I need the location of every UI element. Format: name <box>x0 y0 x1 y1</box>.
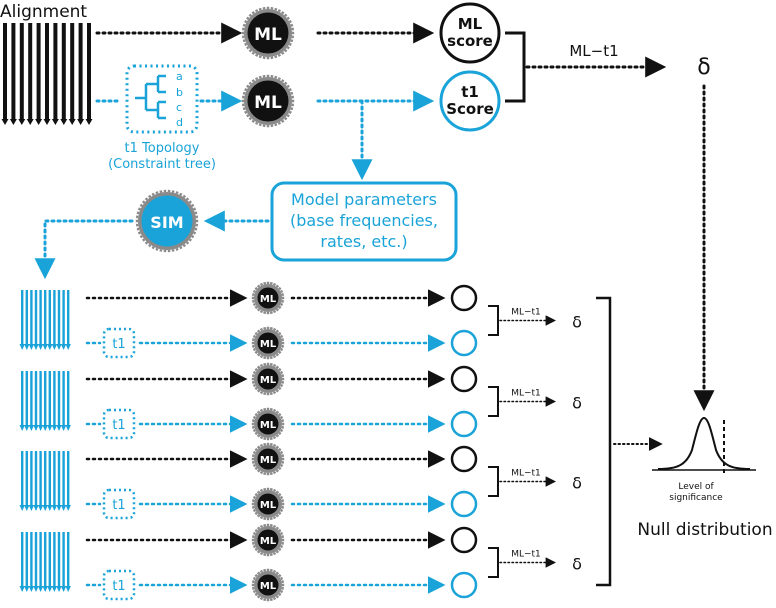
tree-leaf-c: c <box>176 101 182 114</box>
ml-score-node <box>439 2 501 64</box>
ml-node-label: ML <box>254 25 282 45</box>
replicate-t1-score <box>450 571 478 599</box>
ml-constrained-node <box>241 74 295 128</box>
alignment-icon <box>1 23 93 125</box>
replicate-ml-score <box>450 365 478 393</box>
replicate-ml-gear <box>251 442 285 476</box>
replicate-ml-label-2: ML <box>260 581 277 592</box>
sim-node <box>135 189 199 253</box>
significance-label-2: significance <box>669 493 723 503</box>
replicate-ml-gear <box>251 362 285 396</box>
t1-score-label-1: t1 <box>461 83 479 101</box>
replicate-t1-box <box>102 488 136 520</box>
replicate-t1-box <box>102 327 136 359</box>
replicate-t1-box <box>102 569 136 601</box>
ml-score-label-1: ML <box>458 15 483 33</box>
replicate-diff-label: ML−t1 <box>511 389 541 399</box>
significance-label-1: Level of <box>678 482 714 492</box>
replicate-diff-label: ML−t1 <box>511 550 541 560</box>
tree-leaf-b: b <box>176 86 183 99</box>
replicate-ml-gear-2 <box>251 487 285 521</box>
replicate-ml-gear-2 <box>251 326 285 360</box>
tree-leaf-a: a <box>176 70 183 83</box>
replicate-t1-score <box>450 490 478 518</box>
replicate-t1-box <box>102 408 136 440</box>
replicate-bracket <box>488 547 499 578</box>
replicate-delta: δ <box>572 474 582 493</box>
null-distribution-title: Null distribution <box>637 520 772 540</box>
replicate-ml-label-2: ML <box>260 339 277 350</box>
alignment-label: Alignment <box>0 2 87 22</box>
replicate-ml-score <box>450 284 478 312</box>
score-bracket <box>505 31 526 103</box>
replicate: ML t1 ML ML−t1 δ <box>19 523 582 602</box>
replicate-ml-gear-2 <box>251 407 285 441</box>
t1-score-label-2: Score <box>446 100 494 118</box>
replicate-ml-gear <box>251 281 285 315</box>
replicate: ML t1 ML ML−t1 δ <box>19 281 582 360</box>
ml-t1-label: ML−t1 <box>569 42 618 60</box>
replicate-ml-label: ML <box>260 455 277 466</box>
alignment-column <box>1 23 93 125</box>
model-params-line-2: (base frequencies, <box>290 211 438 230</box>
replicate-ml-label-2: ML <box>260 500 277 511</box>
topology-box <box>125 64 199 134</box>
replicate-delta: δ <box>572 555 582 574</box>
t1-score-node <box>439 70 501 132</box>
replicate-ml-score <box>450 445 478 473</box>
simulated-alignment <box>19 290 71 350</box>
replicates-bracket <box>596 296 612 587</box>
replicate-t1-score <box>450 410 478 438</box>
replicate-bracket <box>488 305 499 336</box>
arrow-sim-to-alignments <box>34 219 134 280</box>
replicate-bracket <box>488 466 499 497</box>
replicate-bracket <box>488 386 499 417</box>
replicate-delta: δ <box>572 394 582 413</box>
replicate-t1-label: t1 <box>112 498 125 513</box>
topology-label-2: (Constraint tree) <box>108 157 216 172</box>
ml-constrained-gear <box>241 74 295 128</box>
simulated-alignment <box>19 532 71 592</box>
replicate-ml-label: ML <box>260 375 277 386</box>
tree-leaf-d: d <box>176 116 183 129</box>
model-params-line-1: Model parameters <box>291 190 437 209</box>
replicate-ml-label-2: ML <box>260 420 277 431</box>
replicate-ml-gear <box>251 523 285 557</box>
delta-observed: δ <box>697 55 710 80</box>
tree-icon <box>135 74 166 120</box>
replicate: ML t1 ML ML−t1 δ <box>19 362 582 441</box>
replicate-t1-score <box>450 329 478 357</box>
distribution-curve <box>657 416 751 470</box>
ml-score-label-2: score <box>447 32 493 50</box>
replicate-t1-label: t1 <box>112 337 125 352</box>
replicate-ml-label: ML <box>260 536 277 547</box>
simulated-alignment <box>19 371 71 431</box>
ml-constrained-label: ML <box>254 93 282 113</box>
sim-gear <box>135 189 199 253</box>
ml-node <box>241 6 295 60</box>
replicate-t1-label: t1 <box>112 579 125 594</box>
replicate-ml-score <box>450 526 478 554</box>
replicate-t1-label: t1 <box>112 418 125 433</box>
model-parameters-box <box>270 181 458 262</box>
replicate-diff-label: ML−t1 <box>511 469 541 479</box>
model-params-line-3: rates, etc.) <box>320 232 407 251</box>
replicate-ml-label: ML <box>260 294 277 305</box>
replicate: ML t1 ML ML−t1 δ <box>19 442 582 521</box>
sim-label: SIM <box>150 213 183 232</box>
topology-label-1: t1 Topology <box>125 141 200 156</box>
replicate-ml-gear-2 <box>251 568 285 602</box>
replicate-delta: δ <box>572 313 582 332</box>
ml-gear <box>241 6 295 60</box>
replicate-diff-label: ML−t1 <box>511 308 541 318</box>
simulated-alignment <box>19 451 71 511</box>
